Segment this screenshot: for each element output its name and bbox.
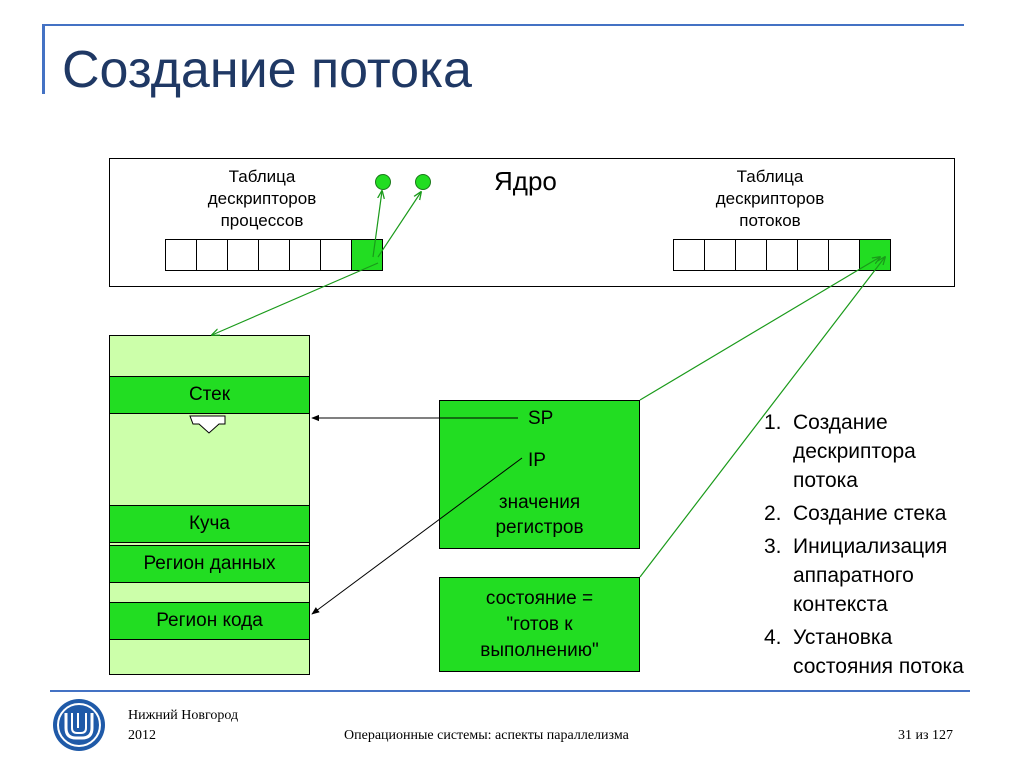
thread-state-box: состояние = "готов к выполнению": [439, 577, 640, 672]
sp-register-label: SP: [528, 408, 554, 429]
thread-table-label-line: дескрипторов: [715, 189, 825, 208]
step-number: 1.: [764, 411, 782, 434]
ip-register-label: IP: [528, 450, 546, 471]
step-text: аппаратного: [793, 564, 914, 587]
step-text: Создание стека: [793, 502, 947, 525]
process-table-cell: [289, 239, 321, 271]
arrow-context-to-thread-table: [639, 257, 880, 401]
process-table-cell: [165, 239, 197, 271]
university-logo-icon: [53, 699, 105, 751]
code-region-segment: Регион кода: [109, 602, 310, 640]
title-rule: [42, 24, 964, 26]
heap-segment: Куча: [109, 505, 310, 543]
thread-table-cell: [828, 239, 860, 271]
thread-node-dot: [375, 174, 391, 190]
thread-table-label: Таблица дескрипторов потоков: [686, 166, 854, 232]
thread-state-line: состояние =: [485, 588, 594, 609]
arrow-to-dot-1: [372, 191, 382, 258]
arrow-process-to-memory: [212, 262, 379, 335]
process-descriptor-table: [165, 239, 383, 271]
step-text: Инициализация: [793, 535, 948, 558]
arrow-ip-to-code: [311, 457, 523, 615]
step-text: потока: [793, 469, 858, 492]
step-item: 2. Создание стека: [764, 499, 1014, 528]
hardware-context-box: [439, 400, 640, 549]
process-table-label: Таблица дескрипторов процессов: [178, 166, 346, 232]
process-table-label-line: дескрипторов: [207, 189, 317, 208]
thread-table-cell: [704, 239, 736, 271]
registers-label-line: регистров: [495, 517, 584, 538]
page-title: Создание потока: [62, 41, 472, 99]
step-item: 1. Создание дескриптора потока: [764, 408, 1014, 495]
thread-table-label-line: потоков: [739, 211, 801, 230]
footer-page-number: 31 из 127: [898, 728, 954, 743]
step-item: 3. Инициализация аппаратного контекста: [764, 532, 1014, 619]
registers-label: значения регистров: [439, 490, 640, 540]
thread-table-label-line: Таблица: [736, 167, 804, 186]
step-text: контекста: [793, 593, 888, 616]
footer-rule: [50, 690, 970, 692]
step-text: Создание: [793, 411, 888, 434]
arrow-to-dot-2: [377, 192, 421, 258]
kernel-label: Ядро: [494, 166, 557, 196]
process-table-label-line: процессов: [220, 211, 304, 230]
steps-list: 1. Создание дескриптора потока 2. Создан…: [764, 408, 1014, 685]
registers-label-line: значения: [498, 492, 581, 513]
process-table-label-line: Таблица: [228, 167, 296, 186]
footer-year: 2012: [128, 728, 156, 743]
footer-course-title: Операционные системы: аспекты параллелиз…: [344, 728, 629, 743]
step-number: 4.: [764, 626, 782, 649]
process-table-cell: [227, 239, 259, 271]
process-table-cell: [196, 239, 228, 271]
thread-table-cell: [673, 239, 705, 271]
thread-table-cell: [766, 239, 798, 271]
step-text: состояния потока: [793, 655, 964, 678]
thread-node-dot: [415, 174, 431, 190]
thread-state-line: "готов к: [506, 614, 573, 635]
arrow-state-to-thread-table: [639, 257, 885, 578]
thread-state-line: выполнению": [480, 640, 599, 661]
stack-growth-arrow: [189, 415, 226, 434]
thread-descriptor-table: [673, 239, 891, 271]
step-number: 2.: [764, 502, 782, 525]
thread-table-cell: [735, 239, 767, 271]
step-text: дескриптора: [793, 440, 916, 463]
step-number: 3.: [764, 535, 782, 558]
stack-segment: Стек: [109, 376, 310, 414]
data-region-segment: Регион данных: [109, 545, 310, 583]
footer-city: Нижний Новгород: [128, 708, 239, 723]
step-text: Установка: [793, 626, 893, 649]
step-item: 4. Установка состояния потока: [764, 623, 1014, 681]
title-accent-bar: [42, 24, 45, 94]
process-table-cell-active: [351, 239, 383, 271]
